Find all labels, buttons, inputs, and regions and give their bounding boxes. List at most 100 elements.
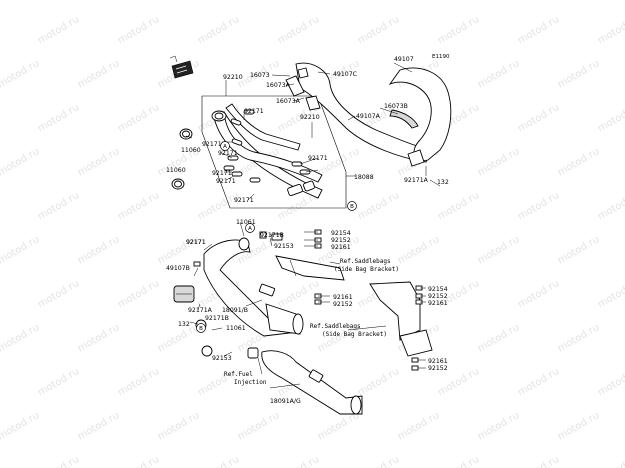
watermark-text: motod.ru <box>116 366 161 398</box>
callout-label: 92210 <box>300 114 320 121</box>
watermark-text: motod.ru <box>76 0 121 3</box>
watermark-text: motod.ru <box>0 190 1 222</box>
svg-text:B: B <box>199 326 203 332</box>
callout-label: 92161 <box>428 300 448 307</box>
watermark-text: motod.ru <box>516 366 561 398</box>
watermark-text: motod.ru <box>356 454 401 468</box>
front-direction-icon <box>169 55 194 79</box>
watermark-text: motod.ru <box>396 234 441 266</box>
callout-label: 49107B <box>166 265 190 272</box>
watermark-text: motod.ru <box>196 190 241 222</box>
watermark-text: motod.ru <box>196 14 241 46</box>
diagram-code: E1190 <box>432 54 450 60</box>
watermark-text: motod.ru <box>0 366 1 398</box>
callout-label: 92171 <box>212 170 232 177</box>
watermark-text: motod.ru <box>476 146 521 178</box>
watermark-text: motod.ru <box>396 410 441 442</box>
watermark-text: motod.ru <box>516 14 561 46</box>
watermark-text: motod.ru <box>556 58 601 90</box>
ref-saddlebags-1: Ref.Saddlebags <box>340 258 391 265</box>
callout-label: 92171 <box>202 141 222 148</box>
watermark-text: motod.ru <box>36 366 81 398</box>
callout-label: 92171B <box>260 232 284 239</box>
watermark-text: motod.ru <box>596 366 625 398</box>
watermark-text: motod.ru <box>316 410 361 442</box>
watermark-text: motod.ru <box>556 146 601 178</box>
watermark-text: motod.ru <box>596 102 625 134</box>
watermark-text: motod.ru <box>476 322 521 354</box>
callout-label: 132 <box>437 179 449 186</box>
watermark-text: motod.ru <box>596 278 625 310</box>
part-callouts: 92210 16073 16073A 16073A 49107C 49107 1… <box>166 56 449 405</box>
callout-label: 18091A/G <box>270 398 301 405</box>
callout-label: 11061 <box>226 325 246 332</box>
callout-label: 92171 <box>218 150 238 157</box>
watermark-text: motod.ru <box>116 102 161 134</box>
watermark-text: motod.ru <box>556 0 601 3</box>
callout-label: 49107A <box>356 113 381 120</box>
watermark-text: motod.ru <box>516 102 561 134</box>
callout-label: 92171A <box>188 307 213 314</box>
callout-label: 92171 <box>308 155 328 162</box>
watermark-text: motod.ru <box>0 278 1 310</box>
ref-side-bag-bracket-2: (Side Bag Bracket) <box>322 331 387 338</box>
callout-label: 49107C <box>333 71 357 78</box>
watermark-text: motod.ru <box>36 454 81 468</box>
watermark-text: motod.ru <box>196 454 241 468</box>
callout-label: 92171 <box>244 108 264 115</box>
callout-label: 92171 <box>216 178 236 185</box>
svg-text:B: B <box>350 204 354 210</box>
callout-label: 92171B <box>205 315 229 322</box>
callout-label: 92154 <box>428 286 448 293</box>
callout-label: 92153 <box>212 355 232 362</box>
marker-a-top: A <box>220 141 230 151</box>
watermark-text: motod.ru <box>436 190 481 222</box>
watermark-text: motod.ru <box>476 58 521 90</box>
watermark-text: motod.ru <box>76 58 121 90</box>
watermark-text: motod.ru <box>476 234 521 266</box>
watermark-text: motod.ru <box>396 0 441 3</box>
watermark-text: motod.ru <box>556 410 601 442</box>
ref-side-bag-bracket-1: (Side Bag Bracket) <box>334 266 399 273</box>
watermark-text: motod.ru <box>356 190 401 222</box>
callout-label: 92161 <box>428 358 448 365</box>
callout-label: 92171 <box>186 239 206 246</box>
marker-a-bottom: A <box>245 223 255 233</box>
heat-covers <box>285 62 452 167</box>
callout-label: 92171 <box>186 239 206 246</box>
watermark-text: motod.ru <box>596 14 625 46</box>
watermark-text: motod.ru <box>0 0 41 3</box>
watermark-text: motod.ru <box>516 190 561 222</box>
callout-label: 49107 <box>394 56 414 63</box>
watermark-text: motod.ru <box>476 0 521 3</box>
watermark-text: motod.ru <box>436 14 481 46</box>
watermark-text: motod.ru <box>596 454 625 468</box>
watermark-text: motod.ru <box>0 58 41 90</box>
brackets <box>275 255 433 357</box>
watermark-text: motod.ru <box>0 454 1 468</box>
watermark-text: motod.ru <box>76 322 121 354</box>
ref-injection: Injection <box>234 379 267 386</box>
callout-label: 16073A <box>266 82 291 89</box>
gaskets <box>171 128 193 190</box>
callout-label: 92161 <box>331 244 351 251</box>
watermark-text: motod.ru <box>36 14 81 46</box>
watermark-text: motod.ru <box>36 102 81 134</box>
callout-label: 16073B <box>384 103 408 110</box>
watermark-text: motod.ru <box>276 454 321 468</box>
svg-text:A: A <box>248 226 252 232</box>
watermark-text: motod.ru <box>236 0 281 3</box>
upper-muffler <box>203 237 304 337</box>
callout-label: 18091/B <box>222 307 248 314</box>
watermark-text: motod.ru <box>596 190 625 222</box>
callout-label: 92171 <box>234 197 254 204</box>
lower-muffler <box>247 347 363 415</box>
watermark-text: motod.ru <box>116 14 161 46</box>
watermark-text: motod.ru <box>556 322 601 354</box>
watermark-text: motod.ru <box>516 278 561 310</box>
callout-label: 92210 <box>223 74 243 81</box>
watermark-text: motod.ru <box>316 0 361 3</box>
callout-label: 11060 <box>166 167 186 174</box>
